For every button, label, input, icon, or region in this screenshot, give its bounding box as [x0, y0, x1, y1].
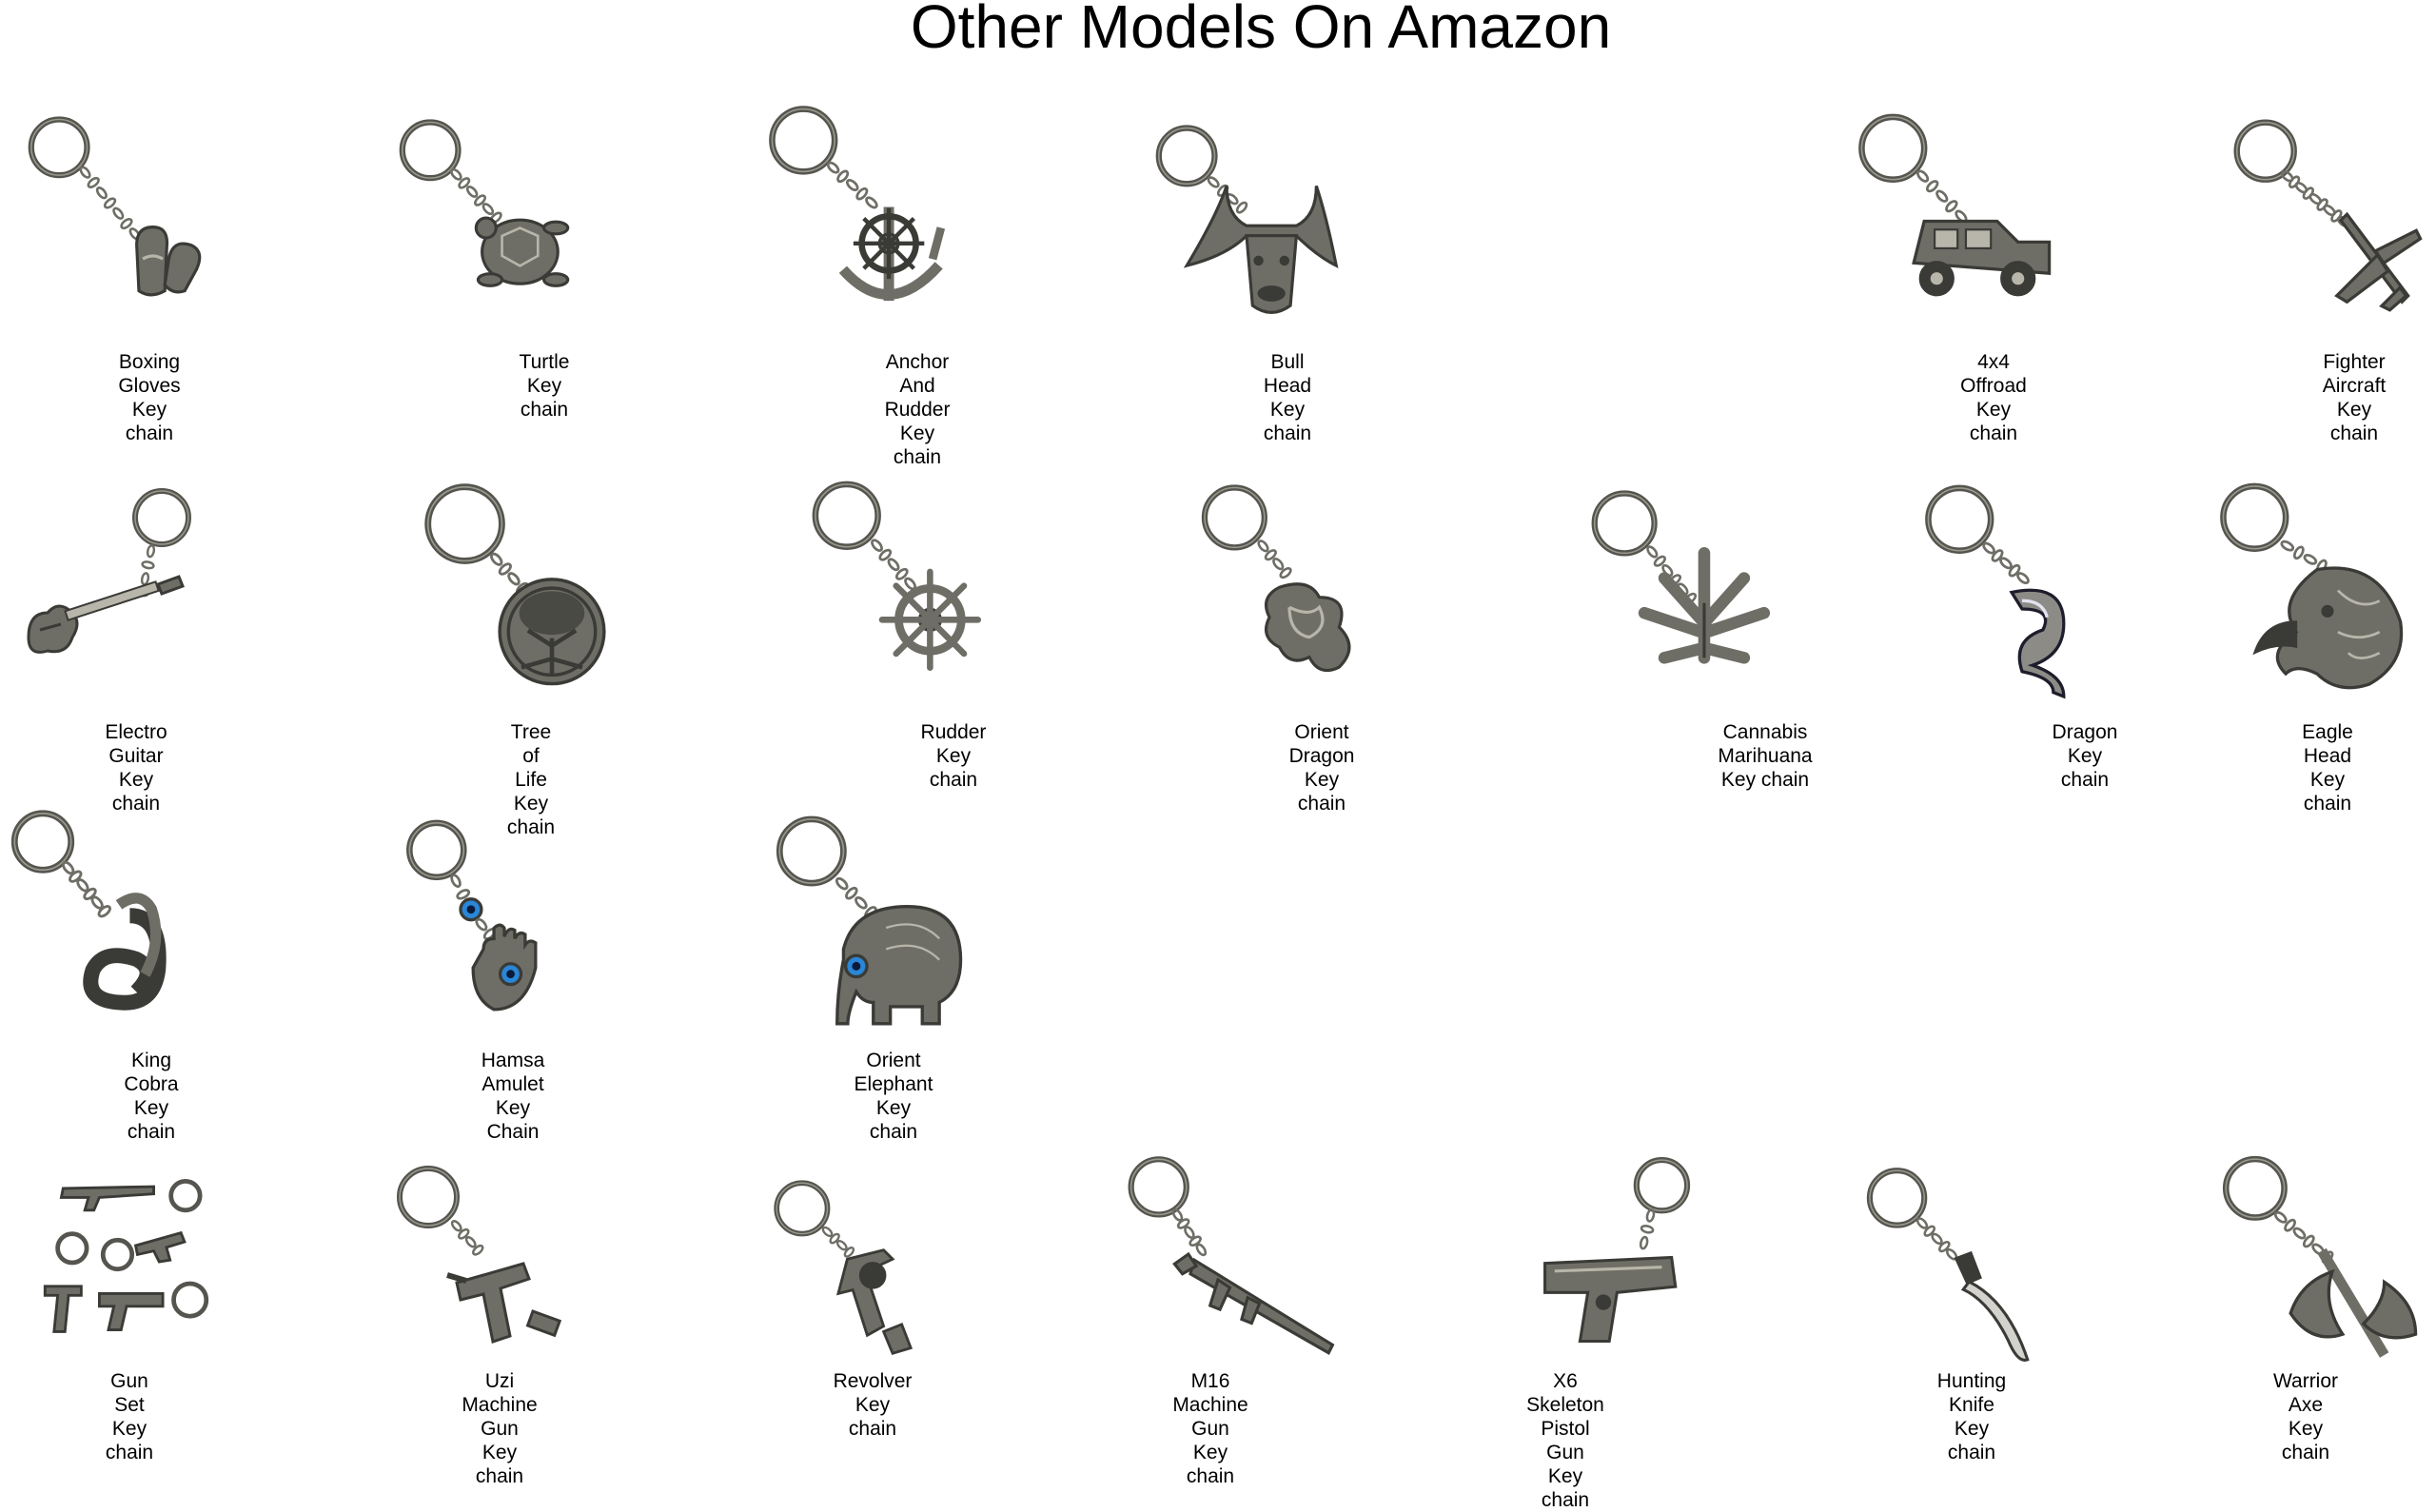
- keychain-label: 4x4 Offroad Key chain: [1960, 351, 2027, 444]
- turtle-keychain-icon: [381, 112, 599, 322]
- dragon-keychain-icon: [1913, 478, 2132, 699]
- m16-rifle-keychain-icon: [1104, 1151, 1335, 1359]
- keychain-label: Boxing Gloves Key chain: [118, 351, 181, 444]
- page-title: Other Models On Amazon: [910, 0, 1612, 61]
- keychain-label: Bull Head Key chain: [1263, 351, 1312, 444]
- eagle-head-keychain-icon: [2208, 476, 2426, 695]
- keychain-label: Cannabis Marihuana Key chain: [1718, 721, 1813, 791]
- orient-dragon-keychain-icon: [1185, 478, 1394, 687]
- keychain-label: Rudder Key chain: [920, 721, 987, 791]
- tree-of-life-keychain-icon: [404, 474, 623, 702]
- elephant-keychain-icon: [761, 811, 990, 1034]
- keychain-label: Orient Elephant Key chain: [854, 1050, 933, 1143]
- gun-set-keychain-icon: [8, 1168, 246, 1359]
- offroad-car-keychain-icon: [1841, 107, 2070, 325]
- revolver-keychain-icon: [756, 1168, 956, 1359]
- boxing-gloves-keychain-icon: [10, 109, 228, 319]
- pistol-keychain-icon: [1499, 1156, 1708, 1361]
- keychain-label: Hunting Knife Key chain: [1936, 1370, 2007, 1463]
- keychain-label: Gun Set Key chain: [105, 1370, 154, 1463]
- keychain-label: M16 Machine Gun Key chain: [1172, 1370, 1248, 1487]
- keychain-label: Revolver Key chain: [833, 1370, 913, 1440]
- ship-wheel-keychain-icon: [795, 474, 1013, 693]
- keychain-label: Eagle Head Key chain: [2302, 721, 2353, 815]
- keychain-label: Warrior Axe Key chain: [2272, 1370, 2339, 1463]
- bull-head-keychain-icon: [1132, 116, 1361, 325]
- keychain-label: Turtle Key chain: [519, 351, 570, 421]
- keychain-label: Electro Guitar Key chain: [105, 721, 167, 815]
- keychain-label: King Cobra Key chain: [124, 1050, 179, 1143]
- keychain-label: X6 Skeleton Pistol Gun Key chain: [1526, 1370, 1604, 1511]
- fighter-aircraft-keychain-icon: [2217, 112, 2436, 326]
- cobra-keychain-icon: [10, 807, 228, 1035]
- keychain-label: Uzi Machine Gun Key chain: [462, 1370, 538, 1487]
- electric-guitar-keychain-icon: [19, 466, 209, 704]
- keychain-label: Tree of Life Key chain: [506, 721, 556, 838]
- hamsa-hand-keychain-icon: [395, 814, 614, 1032]
- hunting-knife-keychain-icon: [1856, 1161, 2055, 1365]
- keychain-label: Dragon Key chain: [2052, 721, 2118, 791]
- keychain-label: Hamsa Amulet Key Chain: [481, 1050, 545, 1143]
- keychain-label: Anchor And Rudder Key chain: [884, 351, 951, 468]
- keychain-label: Orient Dragon Key chain: [1288, 721, 1355, 815]
- keychain-label: Fighter Aircraft Key chain: [2322, 351, 2387, 444]
- cannabis-leaf-keychain-icon: [1575, 483, 1794, 693]
- uzi-keychain-icon: [376, 1159, 595, 1359]
- battle-axe-keychain-icon: [2212, 1147, 2431, 1365]
- anchor-rudder-keychain-icon: [752, 103, 980, 322]
